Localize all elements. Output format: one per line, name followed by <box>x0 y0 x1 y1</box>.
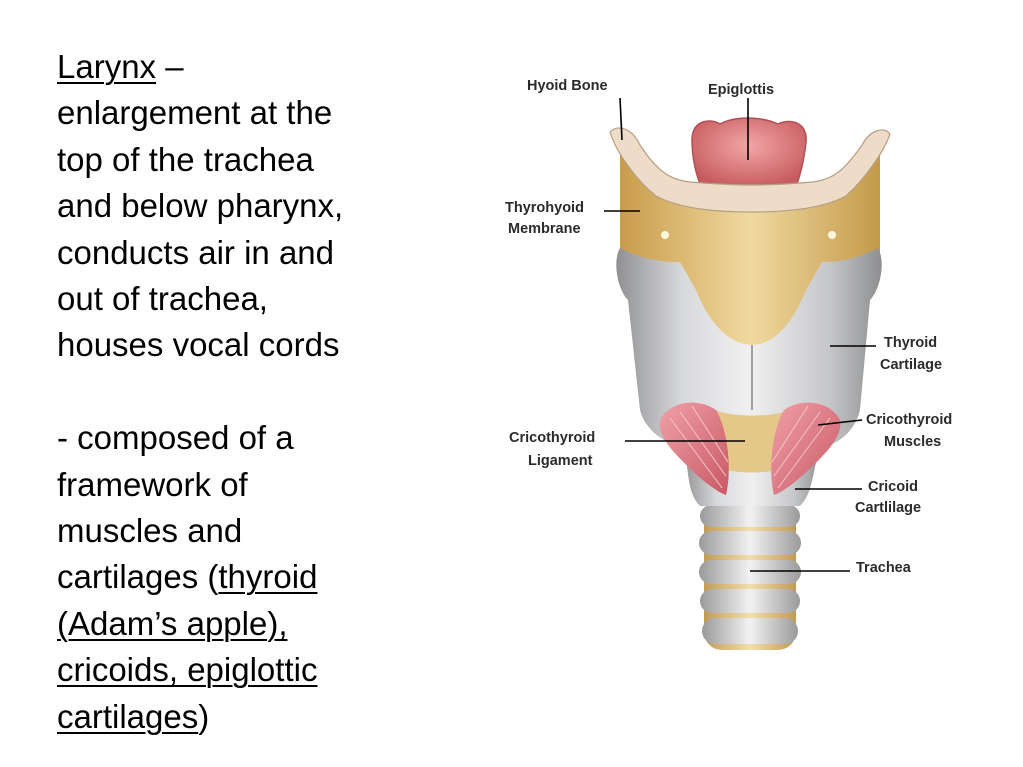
thyroid-cartilage-shape <box>616 248 882 450</box>
label-hyoid-bone: Hyoid Bone <box>527 78 608 94</box>
cricothyroid-muscle-right <box>771 402 841 495</box>
label-cricothyroid-muscles-1: Cricothyroid <box>866 412 952 428</box>
cartilages-prefix: cartilages ( <box>57 558 219 596</box>
adams-apple-line: (Adam’s apple), <box>57 601 457 647</box>
thyroid-term: thyroid <box>218 558 318 596</box>
label-membrane: Membrane <box>508 221 581 237</box>
label-epiglottis: Epiglottis <box>708 82 774 98</box>
cricoids-line: cricoids, epiglottic <box>57 647 457 693</box>
slide-text: Larynx – enlargement at the top of the t… <box>57 44 457 740</box>
cricothyroid-muscle-left <box>659 402 729 495</box>
epiglottis-shape <box>691 117 807 189</box>
definition-line: out of trachea, <box>57 280 268 318</box>
definition-line: enlargement at the <box>57 94 333 132</box>
cartilages-final-line: cartilages) <box>57 694 457 740</box>
trachea-shape <box>699 505 801 650</box>
label-cricothyroid-ligament-2: Ligament <box>528 453 593 469</box>
hyoid-bone-shape <box>609 127 891 213</box>
label-thyroid-cartilage: Cartilage <box>880 357 942 373</box>
definition-first-line: Larynx – <box>57 44 457 90</box>
composed-line: muscles and <box>57 512 243 550</box>
label-thyrohyoid: Thyrohyoid <box>505 200 584 216</box>
leader-lines <box>604 97 876 572</box>
label-cricoid-cartilage: Cartlilage <box>855 500 921 516</box>
label-trachea: Trachea <box>856 560 912 576</box>
label-thyroid: Thyroid <box>884 335 937 351</box>
leader-cricothyroid-muscles <box>817 419 863 426</box>
definition-line: houses vocal cords <box>57 326 340 364</box>
definition-line: conducts air in and <box>57 233 335 271</box>
cricoids-term: cricoids, epiglottic <box>57 651 318 689</box>
composed-line: - composed of a <box>57 419 294 457</box>
membrane-foramen-left <box>661 231 669 239</box>
muscle-fibers <box>669 405 831 489</box>
label-cricothyroid-ligament-1: Cricothyroid <box>509 430 595 446</box>
term-dash: – <box>156 48 184 85</box>
membrane-foramen-right <box>828 231 836 239</box>
label-cricoid: Cricoid <box>868 479 918 495</box>
definition-line: top of the trachea <box>57 140 314 178</box>
cartilages-line: cartilages (thyroid <box>57 554 457 600</box>
larynx-term: Larynx <box>57 48 157 85</box>
leader-hyoid <box>619 97 623 141</box>
label-cricothyroid-muscles-2: Muscles <box>884 434 941 450</box>
adams-apple-term: (Adam’s apple), <box>57 604 288 642</box>
composed-line: framework of <box>57 465 248 503</box>
definition-line: and below pharynx, <box>57 187 344 225</box>
cartilages-term: cartilages <box>57 697 199 735</box>
close-paren: ) <box>198 697 210 735</box>
